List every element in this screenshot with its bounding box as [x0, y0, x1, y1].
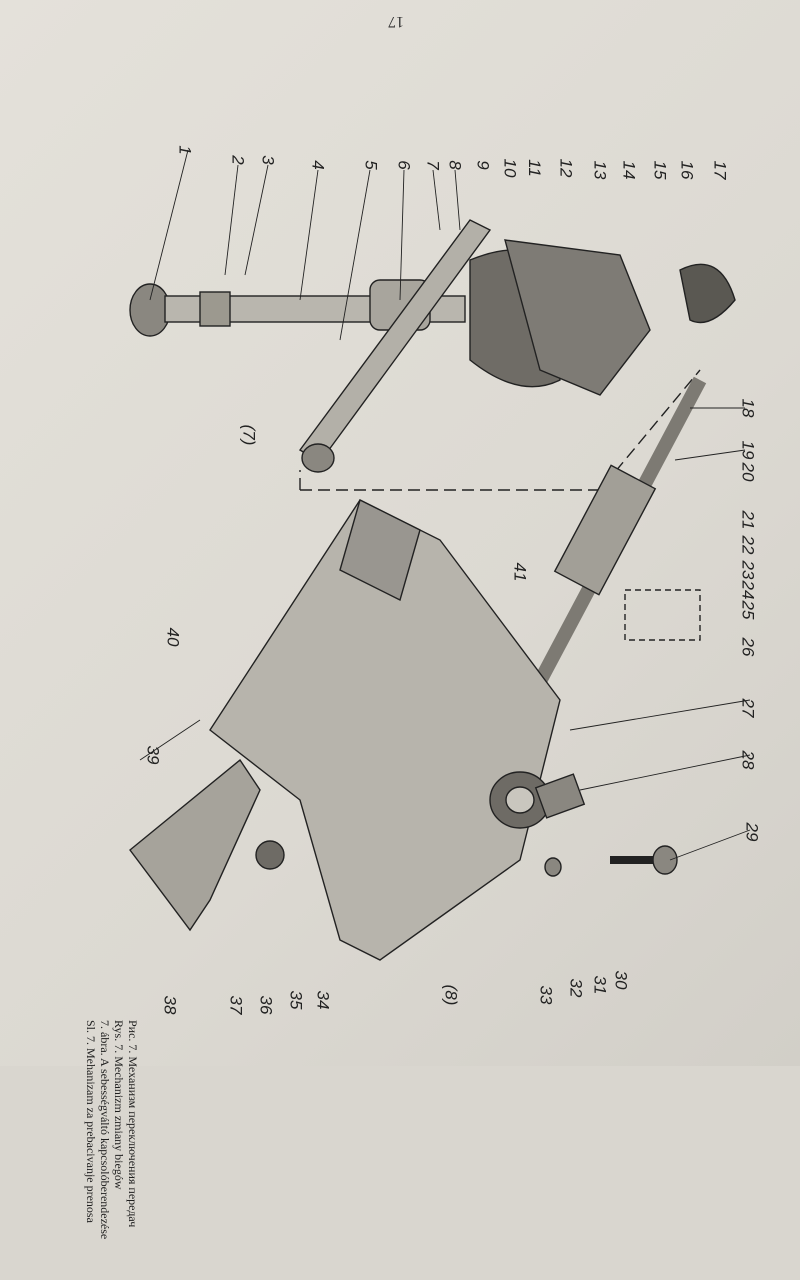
callout-14: 14: [619, 160, 639, 180]
callout-16: 16: [677, 160, 697, 180]
callout-36: 36: [256, 995, 276, 1015]
nut-33: [544, 857, 562, 877]
caption-line-sr: Sl. 7. Mehanizam za prebacivanje prenosa: [84, 1020, 98, 1223]
callout-38: 38: [160, 995, 180, 1015]
lever-shaft: [298, 219, 492, 473]
selector-bracket: [129, 758, 285, 932]
callout-29: 29: [742, 822, 762, 842]
callout-13: 13: [590, 160, 610, 180]
caption-lines: Рис. 7. Механизм переключения передач Ry…: [84, 1020, 140, 1280]
caption-line-pl: Rys. 7. Mechanizm zmiany biegów: [112, 1020, 126, 1190]
callout-27: 27: [738, 698, 758, 718]
callout-41: 41: [510, 562, 530, 582]
callout-35: 35: [286, 990, 306, 1010]
bolt-28: [534, 773, 586, 819]
callout-19: 19: [738, 440, 758, 460]
callout-7-ref: (7): [239, 424, 259, 446]
callout-23: 23: [738, 560, 758, 580]
cover-plate: [504, 239, 651, 396]
callout-4: 4: [308, 160, 328, 170]
callout-8-ref: (8): [441, 984, 461, 1006]
callout-12: 12: [556, 158, 576, 178]
knob: [679, 263, 736, 324]
callout-39: 39: [143, 745, 163, 765]
bolt-29: [610, 845, 678, 875]
callout-8: 8: [445, 160, 465, 170]
callout-33: 33: [536, 985, 556, 1005]
figure-caption: Рис. 7. Механизм переключения передач Ry…: [84, 470, 200, 1239]
callout-32: 32: [566, 978, 586, 998]
callout-25: 25: [738, 600, 758, 620]
callout-28: 28: [738, 750, 758, 770]
callout-2: 2: [228, 155, 248, 165]
callout-20: 20: [738, 462, 758, 482]
callout-7: 7: [423, 160, 443, 170]
callout-9: 9: [473, 160, 493, 170]
callout-31: 31: [590, 975, 610, 995]
gearbox-housing: [209, 498, 561, 961]
callout-17: 17: [710, 160, 730, 180]
callout-37: 37: [226, 995, 246, 1015]
callout-18: 18: [738, 398, 758, 418]
document-page: 17: [0, 0, 800, 1239]
callout-21: 21: [738, 510, 758, 530]
callout-1: 1: [175, 145, 195, 155]
callout-11: 11: [524, 159, 544, 177]
selector-rod: [523, 376, 707, 704]
caption-line-ru: Рис. 7. Механизм переключения передач: [126, 1020, 140, 1228]
callout-10: 10: [500, 158, 520, 178]
exploded-view-drawing: [129, 149, 751, 961]
callout-6: 6: [394, 160, 414, 170]
callout-5: 5: [361, 160, 381, 170]
callout-24: 24: [738, 580, 758, 600]
callout-3: 3: [258, 155, 278, 165]
callout-34: 34: [313, 990, 333, 1010]
callout-30: 30: [611, 970, 631, 990]
caption-line-hu: 7. ábra. A sebességváltó kapcsolóberende…: [98, 1020, 112, 1240]
callout-22: 22: [738, 535, 758, 555]
callout-15: 15: [650, 160, 670, 180]
callout-26: 26: [738, 637, 758, 657]
